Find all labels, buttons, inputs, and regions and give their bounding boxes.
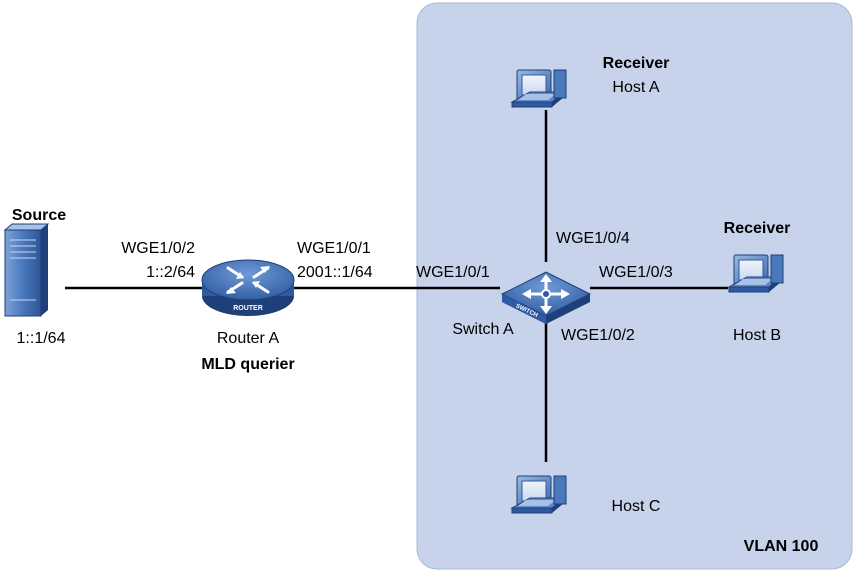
source-address-label: 1::1/64 — [17, 330, 66, 347]
computer-icon — [511, 69, 567, 108]
host-b-name-label: Host B — [733, 327, 781, 344]
switch-port-south-label: WGE1/0/2 — [561, 327, 635, 344]
router-role-label: MLD querier — [201, 356, 294, 373]
switch-icon: SWITCH — [500, 271, 592, 324]
server-icon — [3, 223, 50, 317]
computer-icon — [728, 254, 784, 293]
host-a-name-label: Host A — [612, 79, 659, 96]
router-icon: ROUTER — [201, 259, 295, 316]
host-c-name-label: Host C — [612, 498, 661, 515]
router-left-port-label: WGE1/0/2 — [121, 240, 195, 257]
source-role-label: Source — [12, 207, 66, 224]
vlan-region — [416, 2, 853, 570]
host-b-role-label: Receiver — [724, 220, 791, 237]
switch-port-east-label: WGE1/0/3 — [599, 264, 673, 281]
router-right-address-label: 2001::1/64 — [297, 264, 373, 281]
router-right-port-label: WGE1/0/1 — [297, 240, 371, 257]
router-name-label: Router A — [217, 330, 280, 347]
computer-icon — [511, 475, 567, 514]
switch-name-label: Switch A — [452, 321, 514, 338]
switch-port-west-label: WGE1/0/1 — [416, 264, 490, 281]
router-left-address-label: 1::2/64 — [146, 264, 195, 281]
switch-port-north-label: WGE1/0/4 — [556, 230, 630, 247]
router-badge: ROUTER — [233, 305, 263, 312]
vlan-label: VLAN 100 — [744, 538, 819, 555]
host-a-role-label: Receiver — [603, 55, 670, 72]
